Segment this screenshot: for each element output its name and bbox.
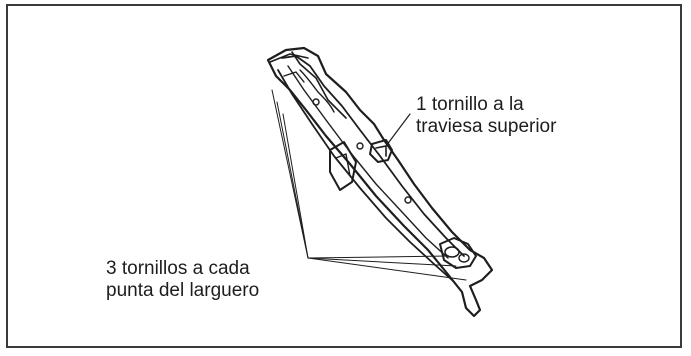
annotation-top-line-1: 1 tornillo a la — [416, 94, 524, 115]
leader-lines-end-bolts — [271, 89, 467, 281]
annotation-top-line-2: traviesa superior — [416, 116, 557, 137]
leader-line-top-bolt — [385, 113, 411, 147]
annotation-end-bolts: 3 tornillos a cada punta del larguero — [106, 258, 259, 302]
figure-frame — [6, 4, 682, 348]
annotation-bottom-line-2: punta del larguero — [106, 280, 260, 301]
annotation-bottom-line-1: 3 tornillos a cada — [106, 258, 250, 279]
annotation-top-bolt: 1 tornillo a la traviesa superior — [416, 94, 556, 138]
side-rail-drawing — [266, 46, 494, 318]
